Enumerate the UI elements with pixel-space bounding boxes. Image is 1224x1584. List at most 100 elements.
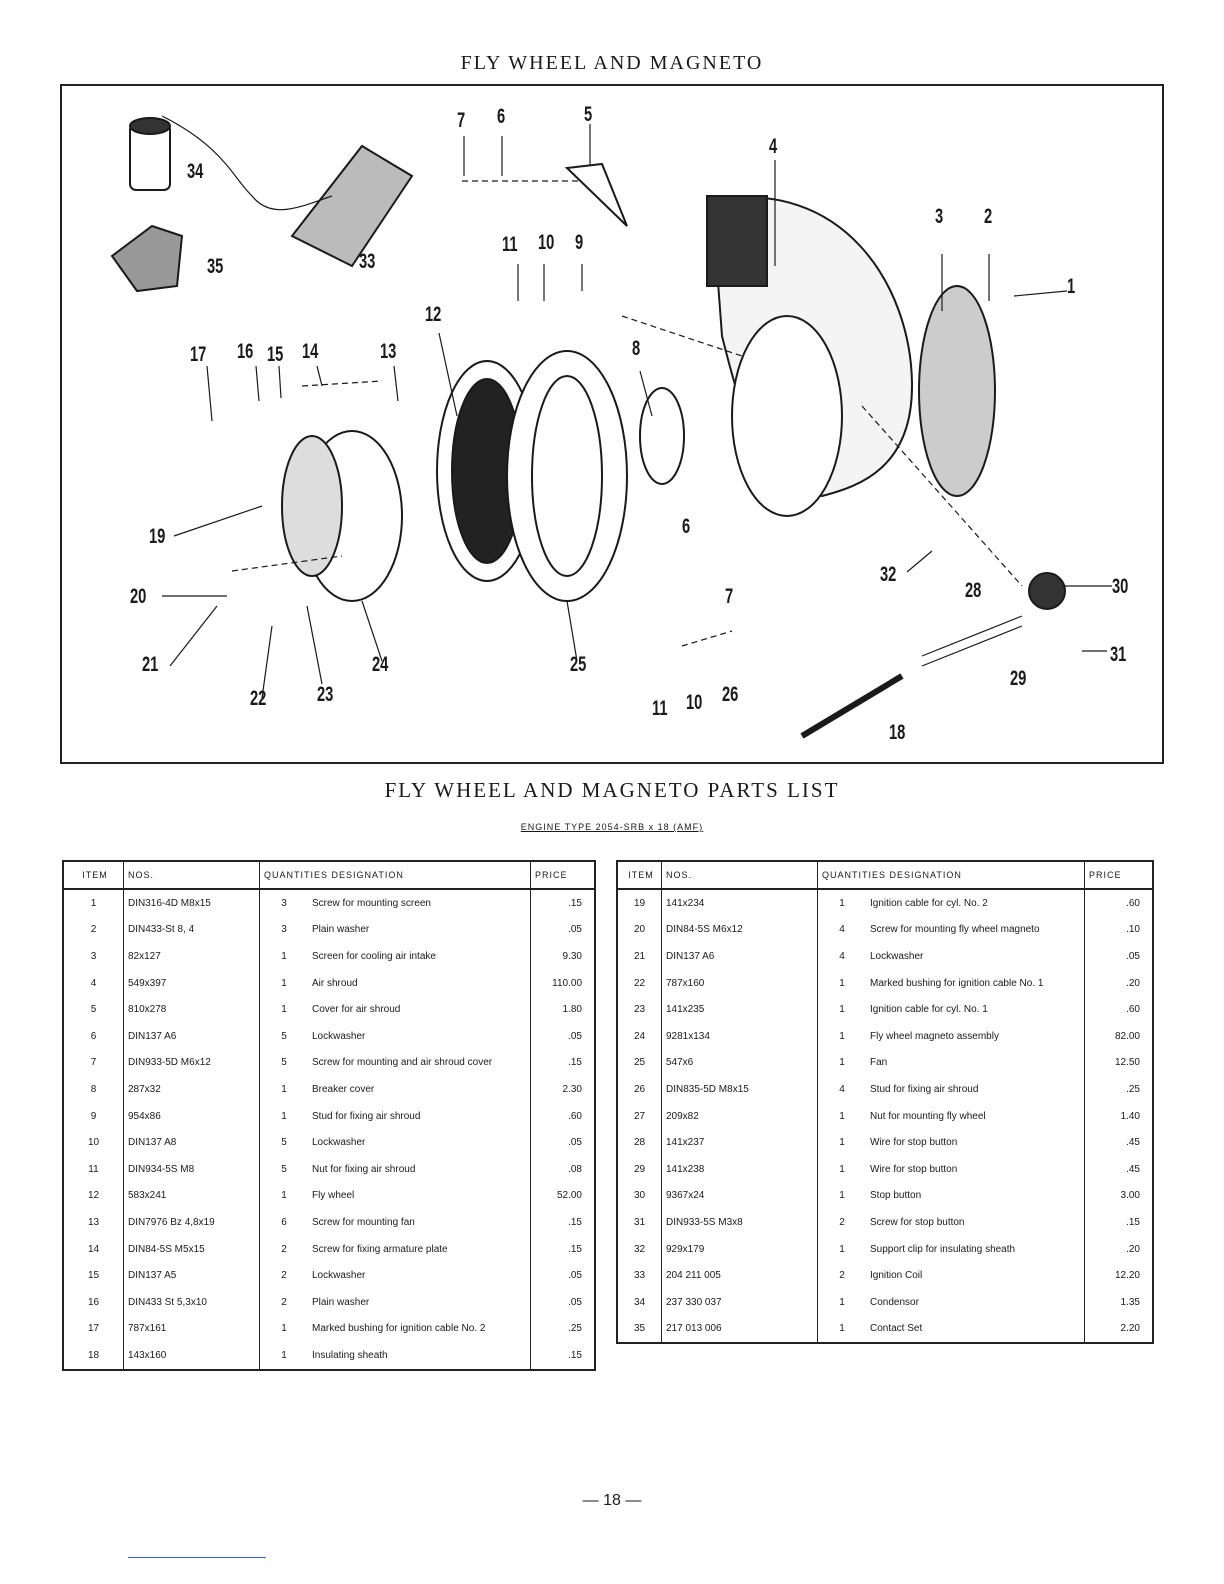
cell-item: 28	[617, 1129, 662, 1156]
cell-nos: 141x237	[661, 1129, 818, 1156]
cell-price: 110.00	[552, 977, 582, 989]
screen-part	[918, 285, 996, 497]
cell-price: 1.40	[1120, 1110, 1140, 1122]
cell-item: 34	[617, 1288, 662, 1316]
cell-nos: 929x179	[661, 1235, 818, 1263]
callout-14: 14	[302, 340, 319, 363]
callout-10: 10	[538, 231, 555, 254]
footer-rule	[128, 1557, 266, 1558]
cell-item: 25	[617, 1049, 662, 1077]
cell-item: 9	[63, 1102, 124, 1130]
cell-item: 13	[63, 1209, 124, 1236]
cell-price: .05	[568, 1030, 582, 1042]
cell-qty: 1	[839, 1190, 845, 1202]
cell-desc: Wire for stop button	[866, 1129, 1085, 1156]
col-price: PRICE	[1084, 861, 1153, 890]
cell-qty: 5	[281, 1163, 287, 1175]
cell-qty: 1	[839, 977, 845, 989]
cell-qty: 1	[839, 1243, 845, 1255]
cell-qty: 1	[839, 1110, 845, 1122]
cell-item: 11	[63, 1155, 124, 1183]
cell-qty: 5	[281, 1030, 287, 1042]
ignition-coil-part	[290, 144, 414, 268]
cell-desc: Lockwasher	[308, 1129, 531, 1156]
cell-desc: Breaker cover	[308, 1076, 531, 1103]
col-price: PRICE	[530, 861, 595, 890]
cell-nos: 209x82	[661, 1102, 818, 1130]
cell-desc: Plain washer	[308, 1288, 531, 1316]
cell-item: 1	[63, 889, 124, 917]
cell-qty: 3	[281, 924, 287, 936]
callout-23: 23	[317, 683, 334, 706]
cell-price: .05	[568, 1270, 582, 1282]
cell-price: .15	[568, 1243, 582, 1255]
callout-19: 19	[149, 525, 166, 548]
callout-35: 35	[207, 255, 224, 278]
cell-nos: DIN316-4D M8x15	[123, 889, 260, 917]
callout-20: 20	[130, 585, 147, 608]
cell-qty: 1	[839, 1030, 845, 1042]
cell-price: .05	[568, 1296, 582, 1308]
cell-price: 82.00	[1114, 1030, 1140, 1042]
cell-item: 31	[617, 1209, 662, 1236]
callout-11b: 11	[652, 697, 668, 720]
cell-item: 24	[617, 1022, 662, 1050]
cell-item: 12	[63, 1182, 124, 1210]
cell-desc: Fan	[866, 1049, 1085, 1077]
cell-nos: DIN137 A6	[661, 943, 818, 970]
cell-item: 6	[63, 1022, 124, 1050]
cell-nos: DIN433-St 8, 4	[123, 916, 260, 944]
cell-qty: 1	[281, 1110, 287, 1122]
callout-9: 9	[575, 231, 584, 254]
cell-price: 2.20	[1120, 1323, 1140, 1335]
cell-item: 17	[63, 1315, 124, 1343]
cell-desc: Fly wheel magneto assembly	[866, 1022, 1085, 1050]
cell-qty: 1	[839, 1296, 845, 1308]
cell-price: 3.00	[1120, 1190, 1140, 1202]
cell-price: .25	[1126, 1083, 1140, 1095]
cell-desc: Screw for mounting fly wheel magneto	[866, 916, 1085, 944]
cell-item: 2	[63, 916, 124, 944]
cell-price: .15	[568, 1057, 582, 1069]
cell-item: 20	[617, 916, 662, 944]
cell-nos: DIN137 A5	[123, 1262, 260, 1289]
callout-32: 32	[880, 563, 897, 586]
callout-31: 31	[1110, 643, 1127, 666]
cell-nos: DIN433 St 5,3x10	[123, 1288, 260, 1316]
cell-price: 1.35	[1120, 1296, 1140, 1308]
cell-desc: Plain washer	[308, 916, 531, 944]
col-item: ITEM	[617, 861, 662, 890]
cell-item: 19	[617, 889, 662, 917]
cell-desc: Screw for mounting screen	[308, 889, 531, 917]
cell-price: .20	[1126, 1243, 1140, 1255]
callout-1: 1	[1067, 275, 1076, 298]
cell-qty: 1	[839, 1137, 845, 1149]
cell-price: .05	[568, 1137, 582, 1149]
callout-34: 34	[187, 160, 204, 183]
callout-30: 30	[1112, 575, 1129, 598]
engine-type: ENGINE TYPE 2054-SRB x 18 (AMF)	[520, 822, 704, 832]
cell-qty: 2	[839, 1270, 845, 1282]
cell-desc: Stud for fixing air shroud	[866, 1076, 1085, 1103]
cell-desc: Screw for fixing armature plate	[308, 1235, 531, 1263]
callout-4: 4	[769, 135, 778, 158]
page-title: FLY WHEEL AND MAGNETO	[460, 52, 764, 74]
callout-25: 25	[570, 653, 587, 676]
cell-qty: 1	[281, 1004, 287, 1016]
